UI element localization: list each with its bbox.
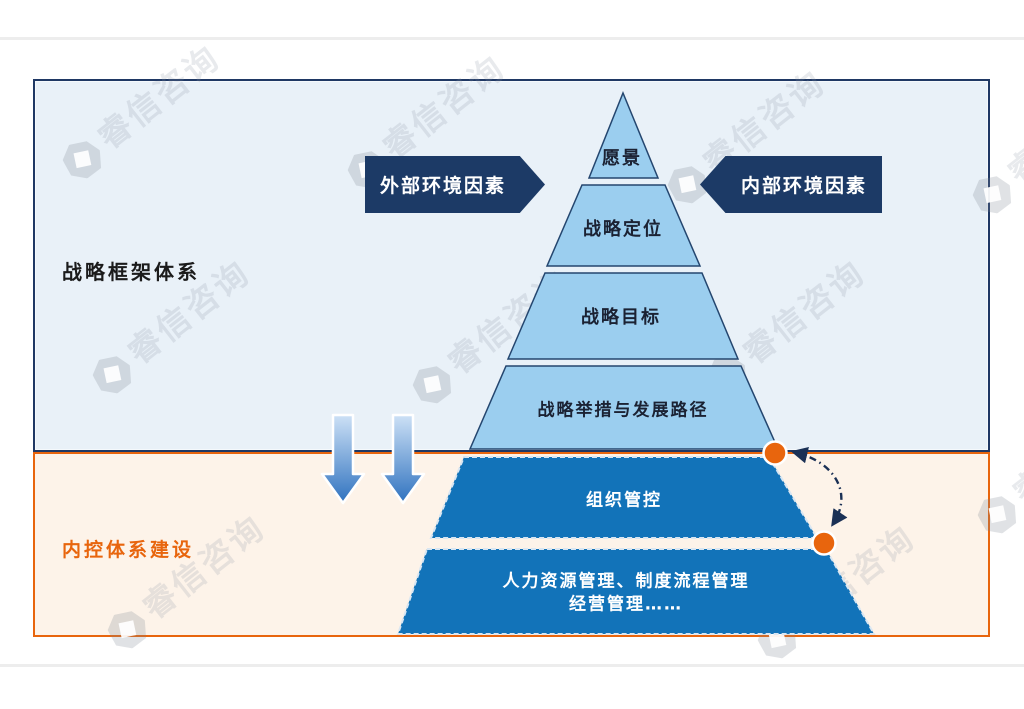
down-arrow-icon (380, 413, 426, 505)
block-label-management-line2: 经营管理…… (569, 594, 683, 615)
strategy-section-title: 战略框架体系 (62, 260, 200, 284)
connection-dot (811, 530, 837, 556)
block-label-management-line1: 人力资源管理、制度流程管理 (502, 571, 750, 592)
block-org-control (429, 456, 819, 539)
link-curve-arrow (790, 446, 848, 527)
control-section-title: 内控体系建设 (62, 539, 195, 561)
down-arrow-icon (320, 413, 366, 505)
slide-bottom-edge-line (0, 664, 1024, 667)
internal-factors-banner: 内部环境因素 (700, 156, 882, 213)
pyramid-level-positioning (545, 184, 702, 267)
external-factors-label: 外部环境因素 (379, 175, 506, 197)
external-factors-banner: 外部环境因素 (365, 156, 545, 213)
block-management (396, 548, 876, 635)
pyramid-level-goals (506, 272, 740, 360)
block-label-org-control: 组织管控 (586, 490, 662, 511)
slide-top-edge-line (0, 37, 1024, 40)
pyramid-label-path: 战略举措与发展路径 (537, 400, 709, 421)
pyramid-level-vision (587, 91, 660, 179)
pyramid-label-vision: 愿景 (602, 148, 642, 169)
pyramid-label-goals: 战略目标 (581, 307, 661, 328)
connection-dot (762, 440, 788, 466)
pyramid-label-positioning: 战略定位 (583, 219, 663, 240)
internal-factors-label: 内部环境因素 (740, 175, 867, 197)
